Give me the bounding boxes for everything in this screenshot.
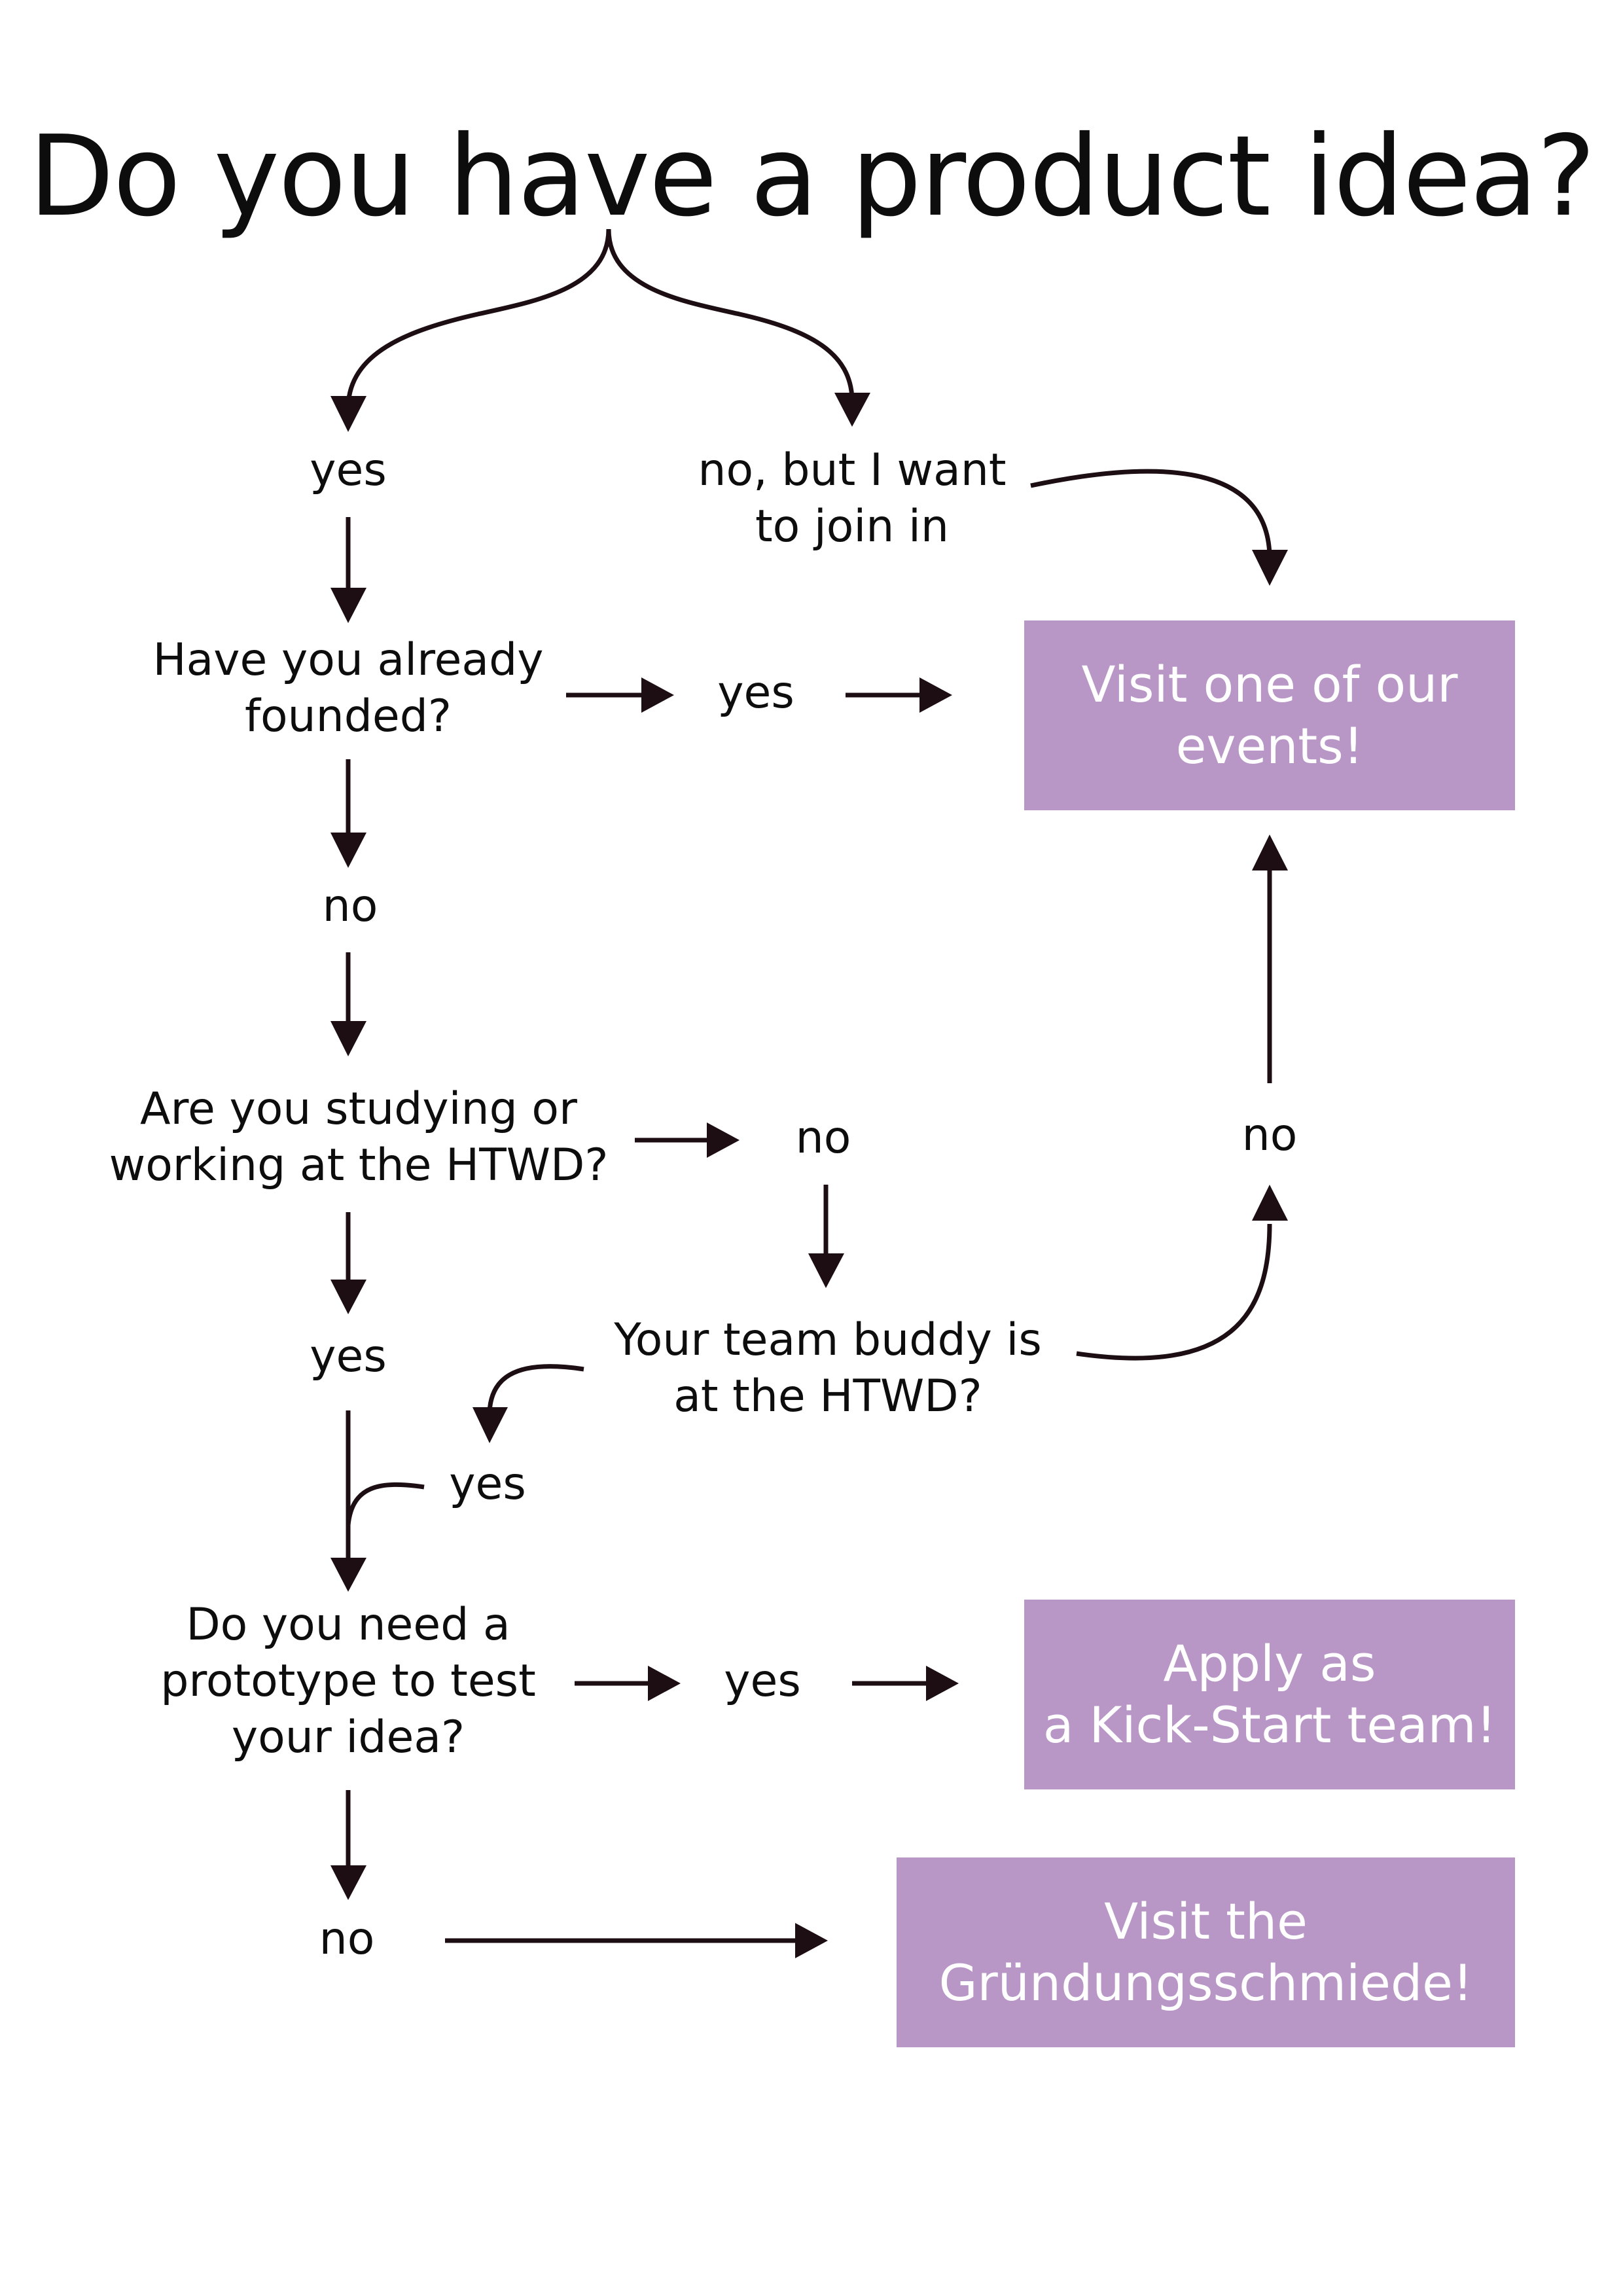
branch-no-label: no, but I want to join in	[698, 444, 1007, 552]
box-gruendungsschmiede: Visit the Gründungsschmiede!	[897, 1857, 1515, 2047]
arrowhead-yes-top	[330, 396, 366, 432]
prototype-yes-label: yes	[724, 1655, 801, 1707]
htwd-yes-label: yes	[310, 1331, 387, 1382]
arrowhead-no-top	[834, 393, 870, 427]
buddy-no-label: no	[1241, 1109, 1298, 1161]
prototype-no-label: no	[319, 1913, 375, 1965]
page-title: Do you have a product idea?	[28, 112, 1596, 242]
question-founded: Have you already founded?	[152, 634, 544, 742]
question-htwd: Are you studying or working at the HTWD?	[109, 1083, 609, 1191]
arrow-join-events	[1030, 469, 1272, 556]
arrowhead-join-events	[1252, 550, 1288, 586]
box-visit-events: Visit one of our events!	[1024, 620, 1515, 810]
question-prototype: Do you need a prototype to test your ide…	[160, 1599, 536, 1763]
brace-right	[606, 228, 855, 400]
question-buddy: Your team buddy is at the HTWD?	[614, 1314, 1042, 1422]
box-kickstart: Apply as a Kick-Start team!	[1024, 1600, 1515, 1789]
founded-yes-label: yes	[717, 667, 794, 719]
htwd-no-label: no	[795, 1112, 851, 1164]
founded-no-label: no	[322, 880, 378, 932]
buddy-yes-label: yes	[449, 1458, 526, 1510]
branch-yes-label: yes	[310, 444, 387, 496]
brace-left	[346, 228, 611, 406]
